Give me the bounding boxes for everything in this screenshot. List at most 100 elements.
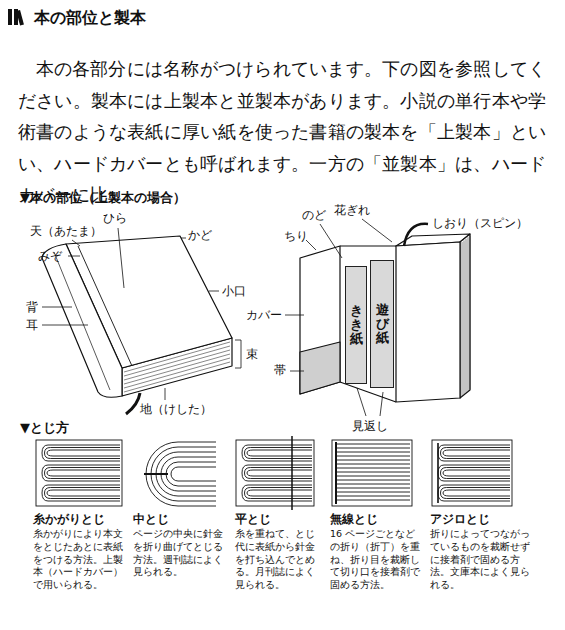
binding-figure [242, 465, 312, 481]
leader-line [290, 371, 304, 372]
binding-figure [42, 445, 120, 461]
method-description: 糸を重ねて、とじ代に表紙から針金を打ち込んでとめる。月刊誌によく見られる。 [235, 528, 323, 592]
leader-line [42, 307, 72, 308]
leader-line [380, 392, 383, 416]
binding-figure [45, 488, 121, 499]
binding-figure [36, 436, 512, 510]
binding-figure [336, 500, 410, 501]
binding-figure [47, 470, 120, 476]
binding-figure [336, 448, 410, 449]
binding-figure [171, 467, 216, 481]
binding-figure [42, 485, 120, 501]
binding-figure [236, 440, 314, 506]
hardcover-book [54, 252, 110, 390]
binding-figure [336, 488, 410, 489]
method-name: アジロとじ [430, 512, 490, 526]
binding-figure [336, 480, 410, 481]
leader-line [285, 315, 304, 316]
method-name: 平とじ [235, 512, 271, 526]
binding-figure [438, 465, 510, 481]
binding-figure [336, 492, 410, 493]
binding-figure [42, 465, 120, 481]
intro-paragraph: 本の各部分には名称がつけられています。下の図を参照してください。製本には上製本と… [18, 54, 546, 212]
part-name: みぞ [38, 249, 62, 264]
open-book [460, 234, 470, 398]
binding-figure [336, 472, 410, 473]
binding-figure [336, 496, 410, 497]
part-name: 花ぎれ [334, 203, 370, 218]
binding-figure [443, 450, 510, 456]
title-icon [8, 9, 12, 25]
title-icon [16, 10, 24, 26]
binding-figure [245, 448, 313, 459]
leader-line [42, 219, 392, 416]
binding-figure [45, 468, 121, 479]
binding-figure [144, 473, 168, 475]
open-book [300, 224, 470, 402]
binding-figure [336, 456, 410, 457]
part-name: かど [188, 228, 212, 243]
page-name: きき紙 [350, 304, 363, 347]
hardcover-book [42, 236, 232, 414]
method-name: 糸かがりとじ [33, 512, 105, 526]
method-name: 無線とじ [330, 512, 378, 526]
part-name: 耳 [26, 318, 38, 333]
leader-line [118, 228, 124, 288]
binding-figure [336, 468, 410, 469]
part-name: 小口 [222, 284, 246, 299]
binding-figure [432, 440, 512, 506]
binding-figure [247, 470, 312, 476]
binding-figure [441, 448, 511, 459]
leader-line [181, 238, 186, 239]
hardcover-book [126, 393, 140, 414]
leader-line [42, 325, 88, 326]
part-name: ちり [284, 229, 308, 244]
endpaper-page: きき紙 [345, 266, 367, 384]
open-book [300, 342, 340, 394]
hardcover-book [78, 246, 132, 366]
binding-figure [36, 440, 122, 506]
binding-figure [336, 444, 410, 445]
binding-figure [443, 490, 510, 496]
binding-figure [47, 490, 120, 496]
part-name: 背 [26, 300, 38, 315]
method-description: 16 ページごとなどの折り（折丁）を重ね、折り目を裁断して切り口を接着剤で固める… [330, 528, 422, 592]
open-book [466, 239, 467, 393]
binding-figure [441, 468, 511, 479]
binding-figure [336, 476, 410, 477]
binding-figure [45, 448, 121, 459]
method-name: 中とじ [133, 512, 169, 526]
open-book [340, 245, 396, 246]
binding-figure [437, 443, 439, 503]
part-name: ひら [103, 211, 127, 226]
open-book [468, 237, 469, 391]
binding-figure [242, 485, 312, 501]
leader-line [362, 219, 392, 242]
open-book [404, 224, 428, 246]
title-icon [8, 9, 24, 26]
section-heading: ▼本の部位（上製本の場合） [20, 190, 186, 206]
leader-line [209, 291, 219, 292]
endpaper-page: 遊び紙 [370, 260, 394, 388]
leader-line [320, 224, 342, 258]
hardcover-book [42, 244, 122, 397]
binding-figure [332, 440, 412, 506]
part-name: 帯 [274, 363, 286, 378]
hardcover-book [124, 362, 230, 392]
binding-figure [441, 488, 511, 499]
leader-line [165, 388, 166, 400]
binding-figure [336, 464, 410, 465]
binding-figure [336, 452, 410, 453]
binding-figure [47, 450, 120, 456]
part-name: 見返し [352, 419, 388, 434]
binding-figure [335, 442, 337, 504]
method-description: ページの中央に針金を折り曲げてとじる方法。週刊誌によく見られる。 [133, 528, 223, 579]
binding-figure [166, 462, 216, 486]
leader-line [68, 256, 80, 257]
binding-figure [247, 490, 312, 496]
binding-figure [247, 450, 312, 456]
page-name: 遊び紙 [376, 303, 389, 346]
page-title: 本の部位と製本 [34, 8, 146, 28]
part-name: 束 [246, 347, 258, 362]
open-book [464, 240, 465, 394]
